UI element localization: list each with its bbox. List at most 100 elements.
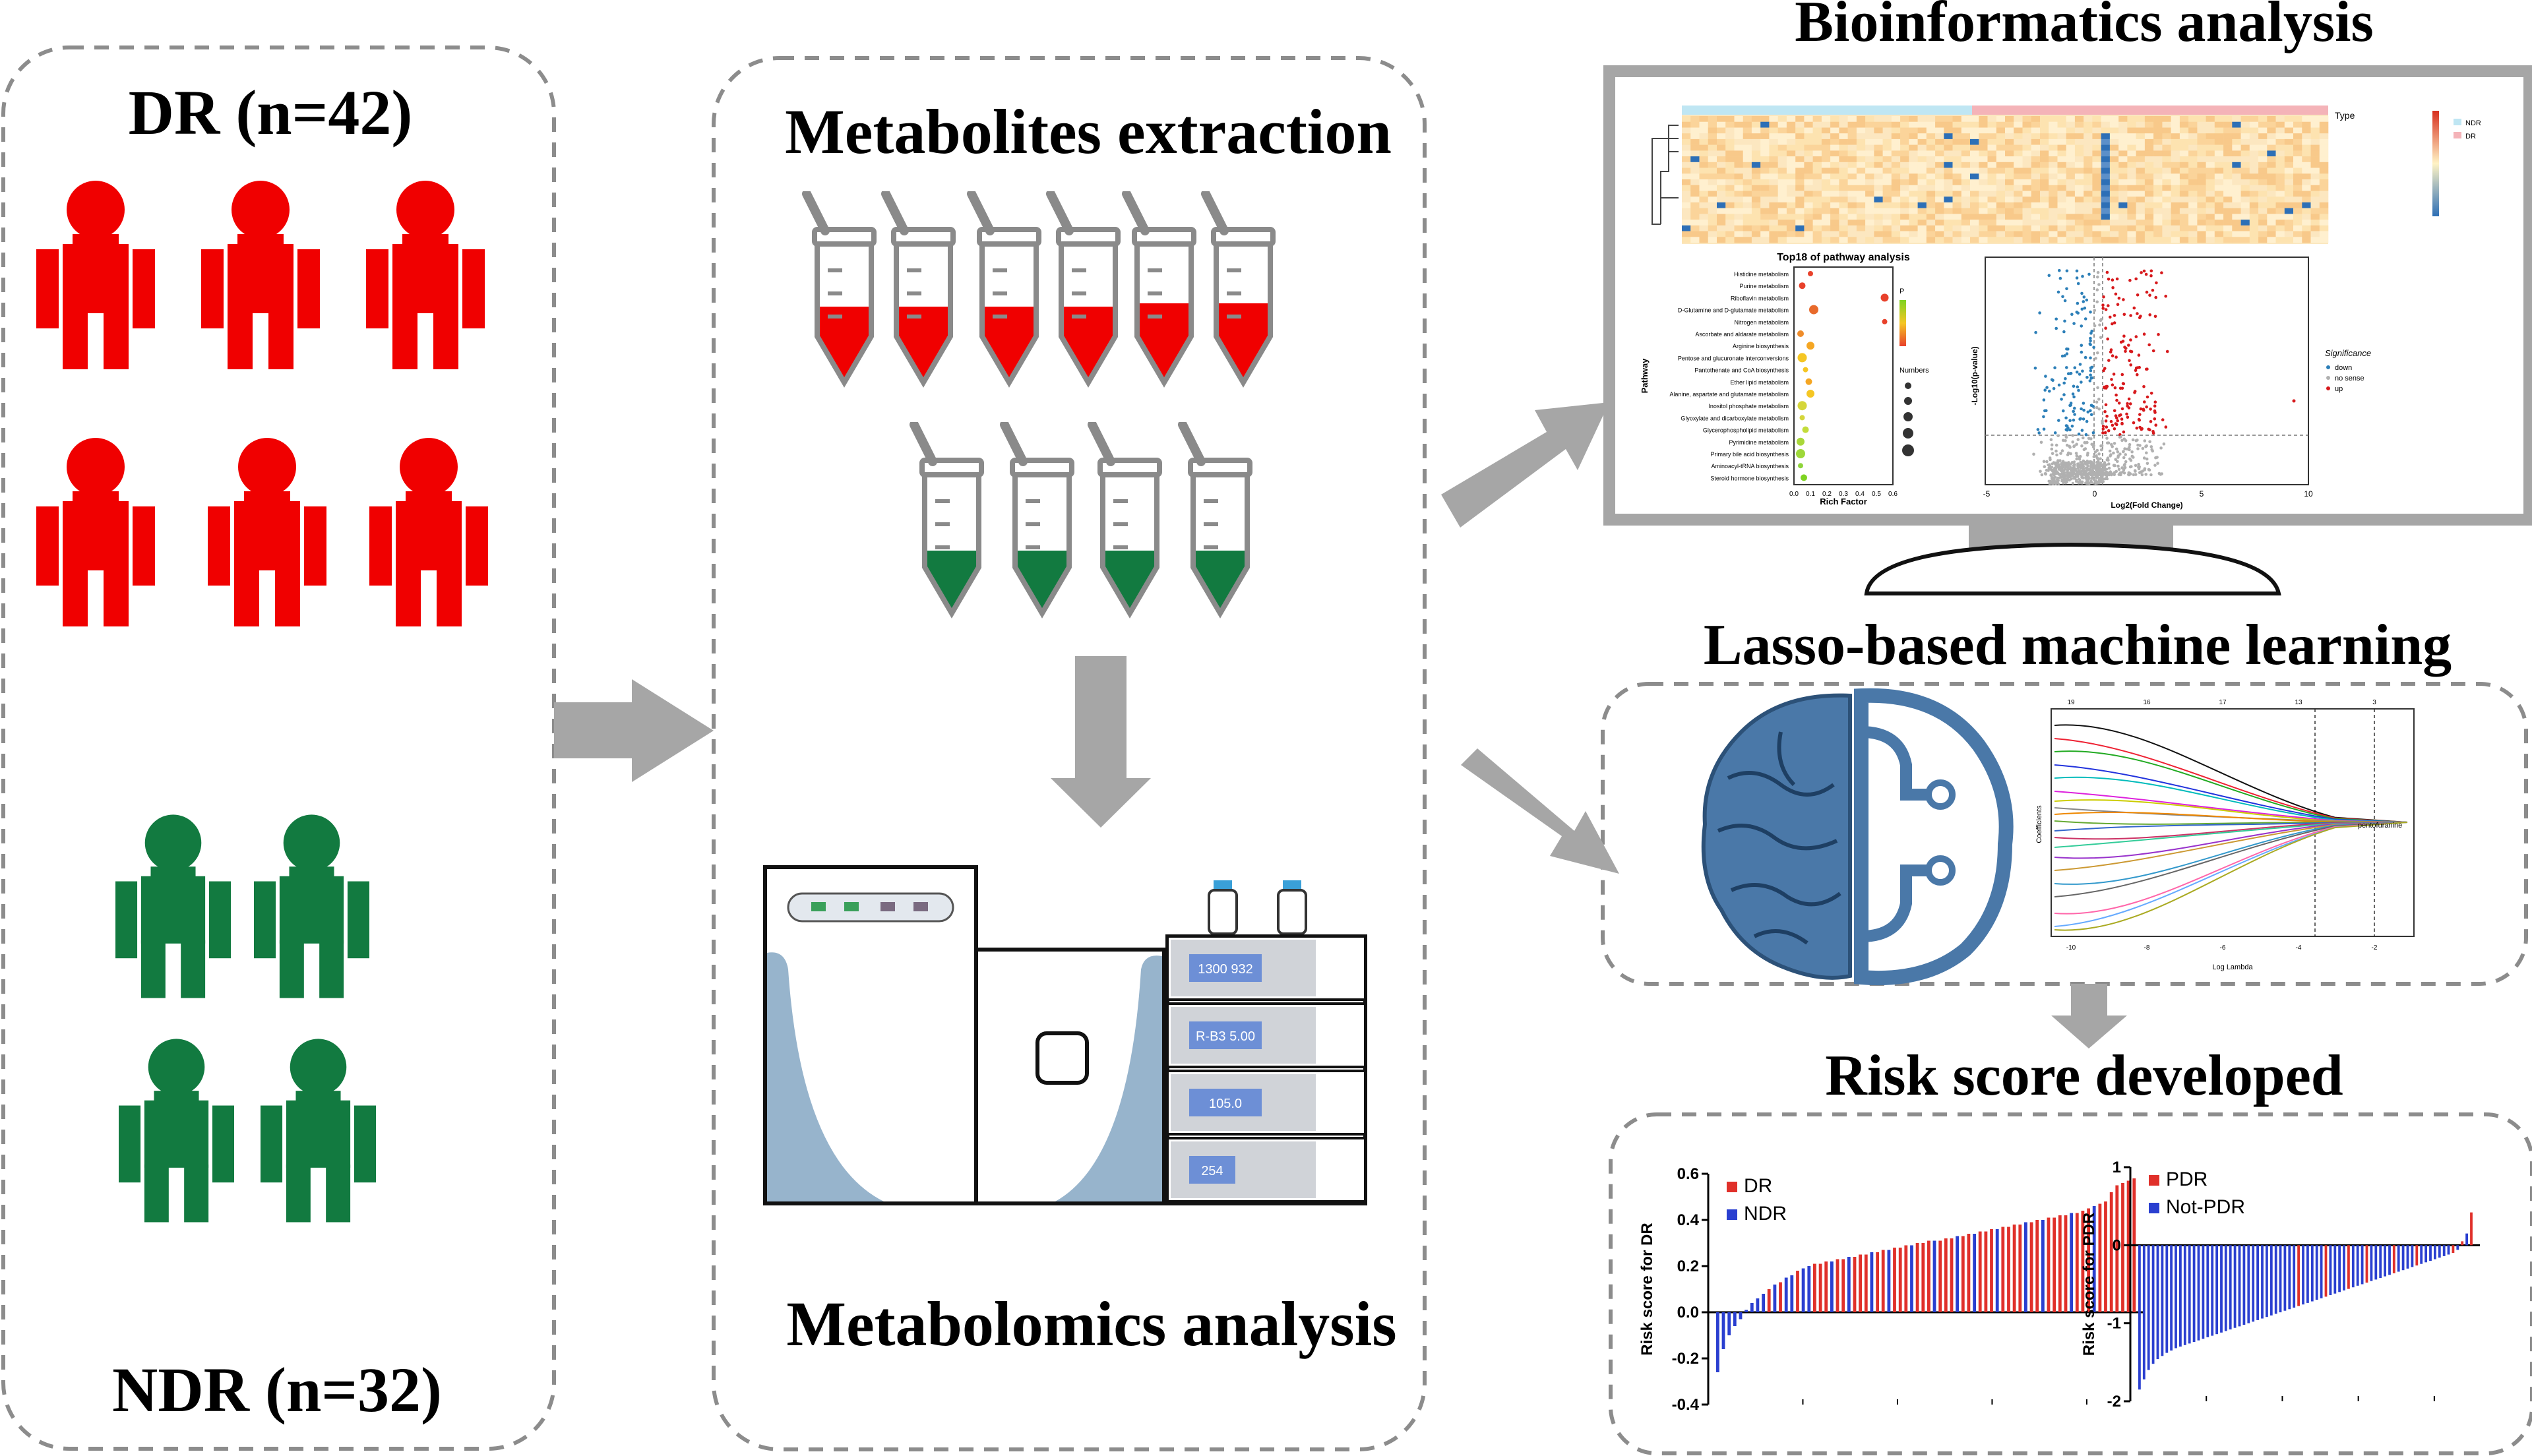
heatmap-cell <box>1734 156 1743 163</box>
risk-bar <box>2401 1245 2405 1271</box>
heatmap-cell <box>1996 127 2006 134</box>
heatmap-cell <box>2293 156 2302 163</box>
heatmap-cell <box>1970 214 1979 220</box>
heatmap-cell <box>2031 167 2041 174</box>
heatmap-cell <box>2223 191 2233 197</box>
heatmap-cell <box>2240 150 2250 157</box>
heatmap-cell <box>1926 167 1936 174</box>
heatmap-cell <box>1804 191 1813 197</box>
volcano-point <box>2075 457 2078 461</box>
heatmap-cell <box>1882 133 1892 140</box>
volcano-point <box>2085 461 2088 464</box>
heatmap-cell <box>1699 202 1708 208</box>
volcano-point <box>2065 287 2068 291</box>
heatmap-cell <box>1699 144 1708 151</box>
heatmap-cell <box>1821 138 1831 145</box>
heatmap-cell <box>2031 121 2041 128</box>
volcano-point <box>2070 470 2073 473</box>
heatmap-cell <box>2109 237 2119 243</box>
heatmap-cell <box>1952 185 1961 191</box>
volcano-point <box>2140 271 2143 274</box>
volcano-point <box>2097 478 2101 481</box>
heatmap-cell <box>1717 185 1726 191</box>
heatmap-cell <box>1795 225 1805 231</box>
volcano-point <box>2103 431 2107 435</box>
risk-bar <box>1745 1310 1748 1312</box>
heatmap-cell <box>2005 214 2014 220</box>
heatmap-cell <box>2084 214 2093 220</box>
heatmap-cell <box>1987 121 1996 128</box>
volcano-point <box>2048 389 2051 393</box>
volcano-legend-title: Significance <box>2325 348 2371 358</box>
heatmap-cell <box>1944 116 1953 122</box>
risk-bar <box>1938 1240 1942 1312</box>
heatmap-cell <box>1795 138 1805 145</box>
red-tubes <box>807 194 1273 382</box>
heatmap-cell <box>2249 208 2259 214</box>
heatmap-cell <box>1751 179 1761 185</box>
volcano-point <box>2138 418 2141 422</box>
heatmap-cell <box>1708 220 1717 226</box>
volcano-point <box>2061 470 2064 473</box>
heatmap-cell <box>2319 202 2329 208</box>
heatmap-cell <box>2136 231 2146 237</box>
heatmap-cell <box>1874 197 1883 203</box>
heatmap-cell <box>2005 173 2014 180</box>
risk-bar <box>2092 1206 2096 1312</box>
heatmap-cell <box>1751 116 1761 122</box>
heatmap-cell <box>1952 220 1961 226</box>
heatmap-cell <box>2293 116 2302 122</box>
heatmap-cell <box>1961 191 1971 197</box>
heatmap-cell <box>2118 138 2128 145</box>
heatmap-cell <box>2302 127 2311 134</box>
pathway-bubble-plot: Top18 of pathway analysis Histidine meta… <box>1640 252 1929 506</box>
heatmap-cell <box>1900 214 1909 220</box>
volcano-point <box>2063 319 2066 323</box>
heatmap-cell <box>2179 116 2189 122</box>
risk-bar <box>2206 1245 2209 1337</box>
pathway-point <box>1808 271 1813 276</box>
heatmap-cell <box>1699 179 1708 185</box>
lasso-path <box>2054 822 2408 832</box>
heatmap-cell <box>2310 116 2320 122</box>
volcano-point <box>2072 444 2076 448</box>
heatmap-cell <box>1882 121 1892 128</box>
heatmap-cell <box>2005 191 2014 197</box>
heatmap-cell <box>2136 138 2146 145</box>
heatmap-cell <box>2319 138 2329 145</box>
heatmap-cell <box>2188 197 2198 203</box>
heatmap-cell <box>2022 185 2031 191</box>
heatmap-cell <box>2101 225 2111 231</box>
volcano-point <box>2096 271 2100 274</box>
heatmap-cell <box>2249 220 2259 226</box>
heatmap-cell <box>2127 208 2136 214</box>
heatmap-cell <box>1909 231 1918 237</box>
volcano-point <box>2133 391 2136 394</box>
risk-bar <box>2233 1245 2237 1328</box>
volcano-point <box>2142 332 2146 336</box>
heatmap-cell <box>1856 179 1866 185</box>
heatmap-cell <box>2232 127 2241 134</box>
volcano-point <box>2113 409 2116 413</box>
heatmap-cell <box>2153 191 2163 197</box>
heatmap-cell <box>2092 162 2101 168</box>
volcano-point <box>2084 433 2088 437</box>
heatmap-cell <box>1865 127 1874 134</box>
legend-swatch <box>1727 1182 1737 1192</box>
lasso-path <box>2054 750 2408 823</box>
heatmap-cell <box>2258 185 2268 191</box>
heatmap-cell <box>1690 150 1700 157</box>
volcano-point <box>2094 467 2097 470</box>
volcano-point <box>2147 343 2151 347</box>
heatmap-cell <box>1821 144 1831 151</box>
heatmap-cell <box>2258 150 2268 157</box>
heatmap-cell <box>1821 202 1831 208</box>
risk-bar <box>1739 1312 1743 1320</box>
heatmap-cell <box>1734 121 1743 128</box>
heatmap-cell <box>1909 208 1918 214</box>
heatmap-cell <box>2057 185 2066 191</box>
heatmap-cell <box>2293 144 2302 151</box>
pathway-point <box>1809 305 1818 315</box>
volcano-point <box>2062 393 2066 396</box>
